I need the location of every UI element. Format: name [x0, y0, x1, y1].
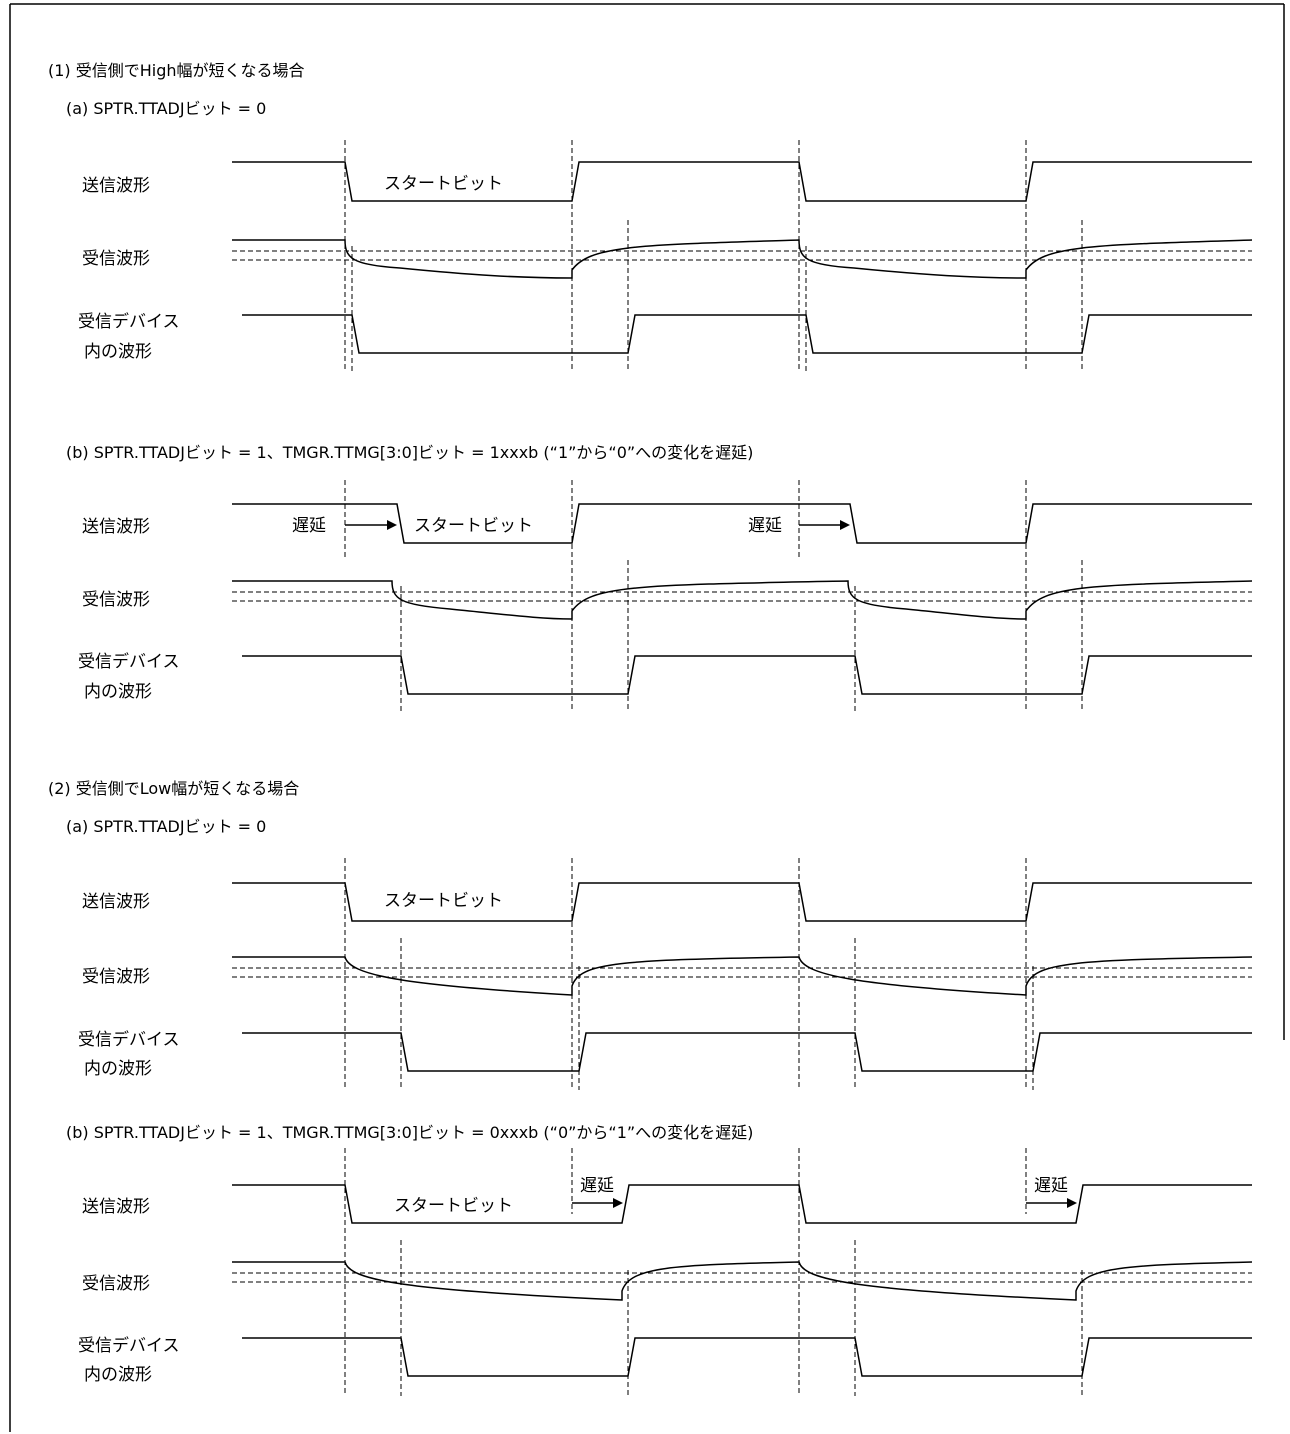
label-dev-2a-l1: 受信デバイス — [78, 1029, 180, 1050]
diagram-2a: 送信波形 受信波形 受信デバイス 内の波形 スタートビット — [78, 858, 1253, 1090]
label-rx-2b: 受信波形 — [82, 1274, 150, 1294]
label-tx-2b: 送信波形 — [82, 1197, 150, 1217]
label-dev-1b-l1: 受信デバイス — [78, 651, 180, 672]
delay-arrow-2b-1-head — [613, 1198, 623, 1208]
start-bit-label-2b: スタートビット — [394, 1196, 513, 1216]
label-tx-1a: 送信波形 — [82, 176, 150, 196]
start-bit-label-2a: スタートビット — [384, 891, 503, 911]
delay-label-2b-1: 遅延 — [580, 1176, 614, 1196]
rx-wave-1b — [232, 580, 1253, 620]
start-bit-label-1b: スタートビット — [414, 516, 533, 536]
label-tx-1b: 送信波形 — [82, 517, 150, 537]
diagram-1a: 送信波形 受信波形 受信デバイス 内の波形 スタートビット — [78, 140, 1253, 372]
start-bit-label-1a: スタートビット — [384, 174, 503, 194]
diagram-2b: 送信波形 受信波形 受信デバイス 内の波形 スタートビット 遅延 遅延 — [78, 1148, 1253, 1396]
diagram-1b: 送信波形 受信波形 受信デバイス 内の波形 スタートビット 遅延 遅延 — [78, 480, 1253, 712]
label-rx-2a: 受信波形 — [82, 967, 150, 987]
label-rx-1a: 受信波形 — [82, 249, 150, 269]
delay-arrow-2b-2-head — [1067, 1198, 1077, 1208]
delay-arrow-1b-2-head — [840, 520, 850, 530]
delay-label-1b-1: 遅延 — [292, 516, 326, 536]
device-wave-1b — [242, 655, 1252, 695]
delay-label-2b-2: 遅延 — [1034, 1176, 1068, 1196]
section-1-title: (1) 受信側でHigh幅が短くなる場合 — [48, 61, 305, 80]
rx-wave-1a — [232, 239, 1253, 279]
label-tx-2a: 送信波形 — [82, 892, 150, 912]
label-dev-2b-l2: 内の波形 — [84, 1365, 152, 1385]
section-2-title: (2) 受信側でLow幅が短くなる場合 — [48, 779, 299, 798]
delay-arrow-1b-1-head — [387, 520, 397, 530]
label-dev-2a-l2: 内の波形 — [84, 1059, 152, 1079]
tx-wave-2b — [232, 1184, 1252, 1224]
device-wave-1a — [242, 314, 1252, 354]
label-dev-1a-l1: 受信デバイス — [78, 311, 180, 332]
label-dev-1b-l2: 内の波形 — [84, 682, 152, 702]
rx-wave-2a — [232, 956, 1253, 996]
rx-wave-2b — [232, 1261, 1253, 1301]
section-1a-title: (a) SPTR.TTADJビット = 0 — [66, 99, 266, 118]
section-2a-title: (a) SPTR.TTADJビット = 0 — [66, 817, 266, 836]
tx-wave-1b — [232, 503, 1252, 544]
section-1b-title: (b) SPTR.TTADJビット = 1、TMGR.TTMG[3:0]ビット … — [66, 443, 753, 462]
label-dev-1a-l2: 内の波形 — [84, 342, 152, 362]
tx-wave-2a — [232, 882, 1252, 922]
label-rx-1b: 受信波形 — [82, 590, 150, 610]
tx-wave-1a — [232, 161, 1252, 202]
delay-label-1b-2: 遅延 — [748, 516, 782, 536]
device-wave-2b — [242, 1337, 1252, 1377]
section-2b-title: (b) SPTR.TTADJビット = 1、TMGR.TTMG[3:0]ビット … — [66, 1123, 753, 1142]
label-dev-2b-l1: 受信デバイス — [78, 1335, 180, 1356]
device-wave-2a — [242, 1032, 1252, 1072]
